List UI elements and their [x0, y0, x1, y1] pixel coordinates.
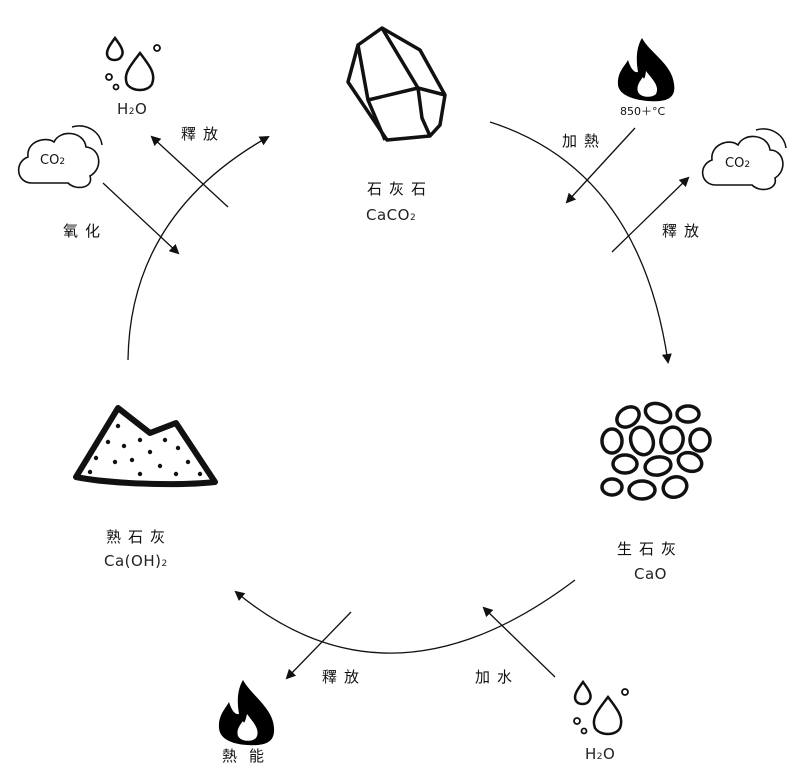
oxidation-label: 氧化 [63, 222, 108, 240]
water-drops-icon [573, 679, 629, 736]
limestone-name: 石灰石 [367, 180, 434, 198]
arrow-co2-out [611, 176, 690, 253]
released-co2-main: CO [725, 156, 745, 171]
heat-label: 加熱 [562, 132, 607, 150]
released-water-sub: 2 [128, 107, 136, 117]
absorbed-co2-sub: 2 [59, 157, 66, 167]
arrow-water-out [150, 135, 229, 208]
arc-quicklime-to-slakedlime [234, 579, 576, 654]
released-water-formula: H2O [117, 100, 147, 118]
quicklime-name: 生石灰 [617, 540, 684, 558]
absorbed-co2-main: CO [40, 153, 60, 168]
arrow-heat-out [285, 611, 352, 680]
arrow-water-in [482, 606, 556, 678]
add-water-label: 加水 [475, 668, 520, 686]
release-co2-label: 釋放 [662, 222, 707, 240]
pebbles-icon [600, 401, 712, 501]
slakedlime-formula-sub: 2 [161, 559, 168, 569]
quicklime-formula: CaO [634, 565, 667, 583]
limestone-formula: CaCO2 [366, 206, 416, 224]
released-water-main: H [117, 100, 129, 118]
limestone-formula-sub: 2 [409, 213, 417, 223]
cloud-icon [17, 132, 100, 189]
slakedlime-formula-main: Ca(OH) [104, 552, 162, 570]
added-water-end: O [603, 745, 616, 763]
cloud-icon [701, 135, 784, 191]
release-heat-label: 釋放 [322, 668, 367, 686]
release-water-label: 釋放 [181, 125, 226, 143]
arrow-heat-in [565, 127, 636, 204]
released-water-end: O [135, 100, 148, 118]
heat-temperature: 850＋°C [620, 105, 666, 118]
flame-icon [617, 38, 675, 102]
sand-pile-icon [73, 405, 218, 488]
arc-slakedlime-to-limestone [127, 136, 270, 361]
absorbed-co2-text: CO2 [40, 153, 65, 168]
arc-limestone-to-quicklime [489, 121, 672, 364]
added-water-sub: 2 [596, 752, 604, 762]
limestone-formula-main: CaCO [366, 206, 410, 224]
slakedlime-formula: Ca(OH)2 [104, 552, 168, 570]
rock-icon [346, 26, 447, 142]
added-water-main: H [585, 745, 597, 763]
arrow-co2-in [102, 182, 180, 255]
water-drops-icon [105, 35, 161, 92]
released-co2-sub: 2 [744, 160, 751, 170]
flame-icon [218, 680, 275, 746]
added-water-formula: H2O [585, 745, 615, 763]
released-co2-text: CO2 [725, 156, 750, 171]
slakedlime-name: 熟石灰 [106, 528, 173, 546]
heat-energy-label: 熱能 [222, 747, 277, 765]
